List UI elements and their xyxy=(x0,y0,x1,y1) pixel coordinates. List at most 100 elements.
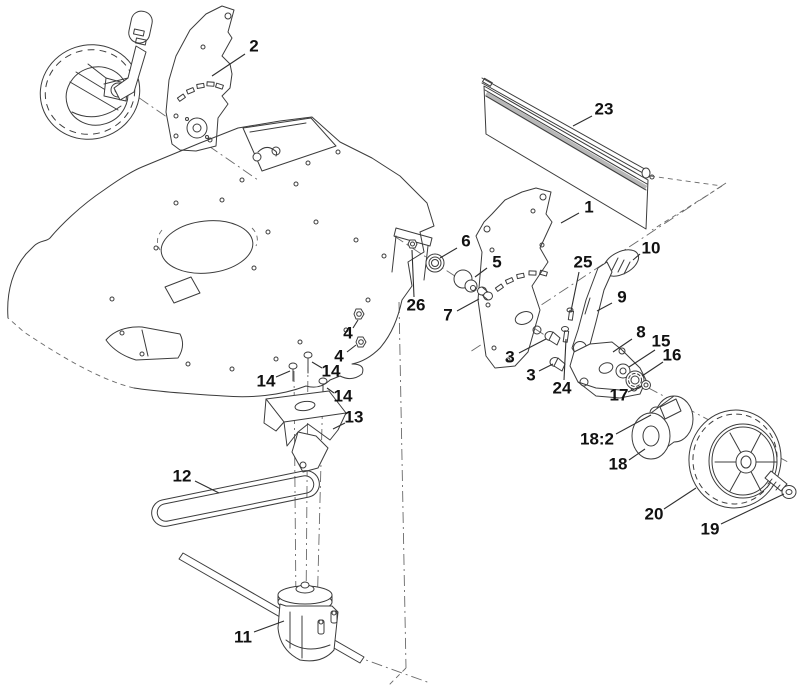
part-label-5: 5 xyxy=(474,252,502,278)
part-number-text: 7 xyxy=(443,305,452,324)
part-label-18-2: 18:2 xyxy=(580,414,652,448)
part-label-15: 15 xyxy=(628,331,671,368)
leader-line xyxy=(663,487,697,510)
leader-line xyxy=(627,385,642,393)
drive-belt xyxy=(151,470,320,527)
part-number-text: 23 xyxy=(595,99,614,118)
part-label-24: 24 xyxy=(553,338,572,397)
part-label-19: 19 xyxy=(701,493,785,538)
leader-line xyxy=(572,115,593,127)
leader-line xyxy=(570,271,580,312)
part-number-text: 4 xyxy=(334,346,344,365)
part-number-text: 15 xyxy=(652,331,671,350)
part-number-text: 19 xyxy=(701,519,720,538)
part-label-25: 25 xyxy=(570,252,593,312)
part-label-18: 18 xyxy=(609,448,646,473)
part-number-text: 25 xyxy=(574,252,593,271)
part-number-text: 18 xyxy=(609,454,628,473)
part-label-9: 9 xyxy=(596,287,627,312)
part-number-text: 3 xyxy=(526,365,535,384)
leader-line xyxy=(538,363,554,372)
mower-deck xyxy=(7,116,435,398)
part-label-20: 20 xyxy=(645,487,697,523)
leader-line xyxy=(275,370,291,378)
leader-line xyxy=(563,338,567,381)
part-height-plate-left xyxy=(165,5,235,152)
leader-line xyxy=(211,53,246,77)
rear-wheel-drive xyxy=(631,395,797,509)
part-label-26: 26 xyxy=(407,249,426,314)
part-number-text: 14 xyxy=(322,361,341,380)
part-number-text: 13 xyxy=(345,407,364,426)
leader-line xyxy=(253,620,285,633)
leader-line xyxy=(518,338,547,354)
part-number-text: 8 xyxy=(636,322,645,341)
part-label-16: 16 xyxy=(641,345,682,377)
part-label-14c: 14 xyxy=(326,386,353,405)
part-number-text: 9 xyxy=(617,287,626,306)
part-label-11: 11 xyxy=(234,620,285,646)
leader-line xyxy=(560,212,580,224)
construction-lines xyxy=(121,85,789,687)
leader-line xyxy=(720,493,785,525)
part-number-text: 26 xyxy=(407,295,426,314)
leader-line xyxy=(332,422,346,430)
leader-line xyxy=(411,249,415,298)
part-label-23: 23 xyxy=(572,99,614,127)
leader-line xyxy=(311,361,323,369)
part-number-text: 6 xyxy=(461,231,470,250)
part-label-13: 13 xyxy=(332,407,364,430)
leader-line xyxy=(352,319,359,329)
deck-hardware xyxy=(288,308,367,397)
blade-assembly xyxy=(178,552,365,664)
part-label-14b: 14 xyxy=(311,361,341,380)
leader-line xyxy=(641,361,664,377)
part-number-text: 24 xyxy=(553,378,572,397)
part-label-6: 6 xyxy=(439,231,471,259)
belt-guard-bracket xyxy=(263,390,347,473)
part-label-4a: 4 xyxy=(343,319,359,342)
leader-line xyxy=(628,448,646,461)
leader-line xyxy=(615,414,652,435)
part-number-text: 18:2 xyxy=(580,429,614,448)
leader-line xyxy=(474,267,488,278)
leader-line xyxy=(612,338,633,353)
part-label-14a: 14 xyxy=(257,370,291,390)
part-label-8: 8 xyxy=(612,322,646,353)
part-number-text: 3 xyxy=(505,347,514,366)
leader-line xyxy=(439,247,458,259)
rear-height-lever xyxy=(544,249,640,372)
part-number-text: 20 xyxy=(645,504,664,523)
part-label-12: 12 xyxy=(173,466,220,494)
part-height-plate-right xyxy=(475,187,553,369)
leader-line xyxy=(456,298,480,312)
leader-line xyxy=(326,387,335,394)
part-number-text: 11 xyxy=(234,627,252,646)
pivot-axis-hardware xyxy=(407,239,493,301)
part-number-text: 14 xyxy=(257,371,276,390)
part-label-1: 1 xyxy=(560,197,594,224)
part-number-text: 4 xyxy=(343,323,353,342)
part-label-3a: 3 xyxy=(505,338,547,366)
part-number-text: 16 xyxy=(663,345,682,364)
leader-line xyxy=(194,480,220,494)
front-height-lever xyxy=(103,10,153,101)
part-rear-baffle xyxy=(481,77,723,231)
part-number-text: 17 xyxy=(610,385,629,404)
leader-line xyxy=(632,253,641,261)
part-label-7: 7 xyxy=(443,298,480,324)
part-label-17: 17 xyxy=(610,385,642,404)
part-number-text: 10 xyxy=(642,238,661,257)
leader-line xyxy=(628,349,656,368)
part-number-text: 12 xyxy=(173,466,192,485)
part-number-text: 5 xyxy=(492,252,501,271)
leader-line xyxy=(596,302,613,312)
part-number-text: 2 xyxy=(249,36,258,55)
part-label-4b: 4 xyxy=(334,344,357,365)
part-label-3b: 3 xyxy=(526,363,554,384)
part-number-text: 14 xyxy=(334,386,353,405)
part-number-text: 1 xyxy=(584,197,593,216)
